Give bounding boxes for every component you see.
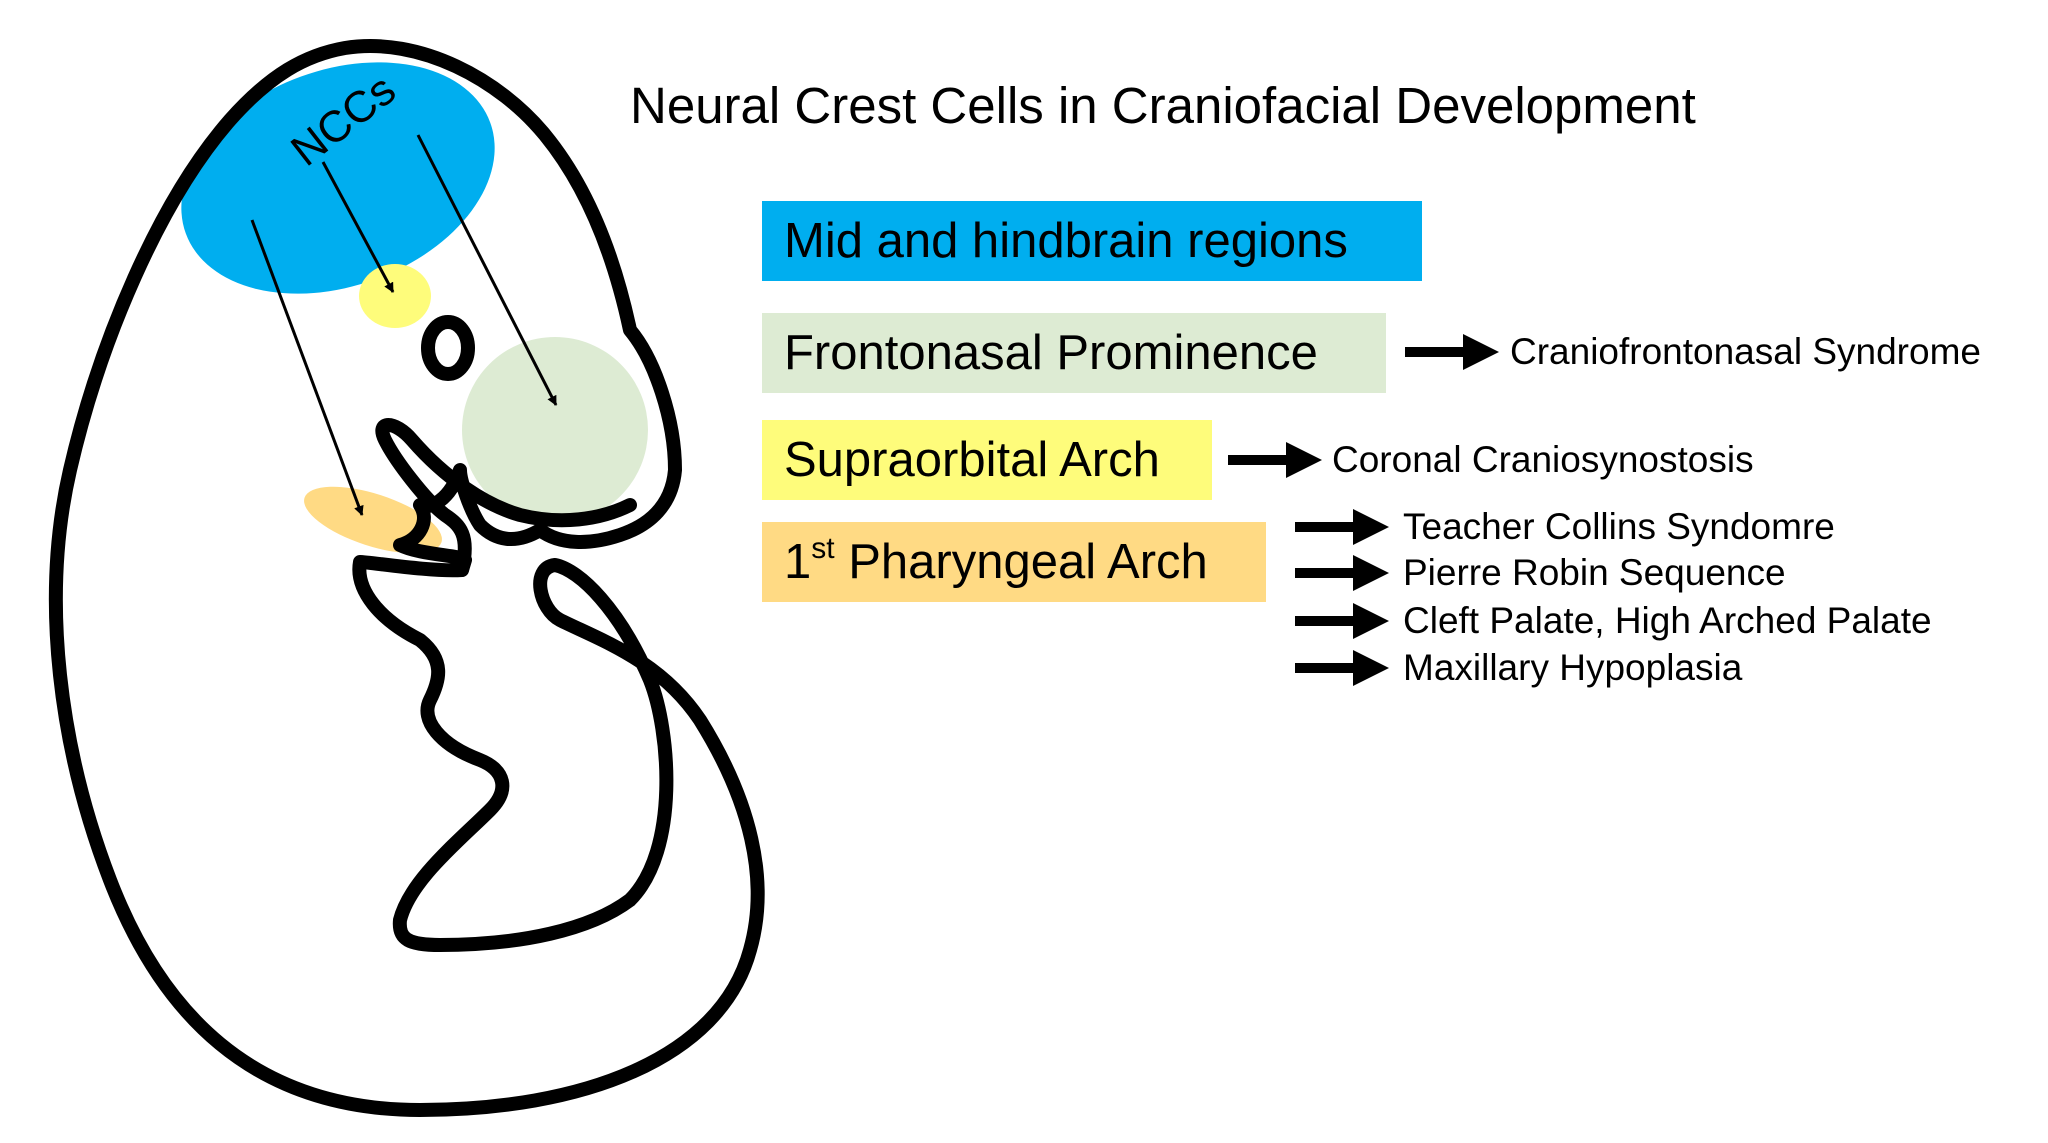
outcome-frontonasal-0: Craniofrontonasal Syndrome (1510, 331, 1981, 372)
outcome-supraorbital-0: Coronal Craniosynostosis (1332, 439, 1754, 480)
pharyngeal-arch-contour (375, 418, 637, 577)
outcome-pharyngeal-3: Maxillary Hypoplasia (1403, 647, 1743, 688)
region-label-pharyngeal-prefix: 1 (784, 535, 812, 589)
region-box-mid-hindbrain: Mid and hindbrain regions (762, 201, 1422, 281)
ncc-arrow-supraorbital (321, 161, 395, 293)
region-box-pharyngeal: 1st Pharyngeal Arch (762, 522, 1266, 602)
region-label-mid-hindbrain: Mid and hindbrain regions (784, 214, 1348, 268)
region-label-frontonasal: Frontonasal Prominence (784, 326, 1318, 380)
outcome-pharyngeal-0: Teacher Collins Syndomre (1403, 506, 1835, 547)
outcome-arrow-pharyngeal-2 (1295, 603, 1389, 639)
ncc-region-shape (181, 62, 495, 294)
region-box-frontonasal: Frontonasal Prominence (762, 313, 1386, 393)
region-box-supraorbital: Supraorbital Arch (762, 420, 1212, 500)
outcome-pharyngeal-2: Cleft Palate, High Arched Palate (1403, 600, 1932, 641)
region-label-pharyngeal-sup: st (811, 532, 835, 565)
outcome-arrow-pharyngeal-1 (1295, 555, 1389, 591)
frontonasal-region-shape (462, 337, 648, 523)
outcome-pharyngeal-1: Pierre Robin Sequence (1403, 552, 1786, 593)
outcome-arrow-pharyngeal-0 (1295, 509, 1389, 545)
outcome-arrow-frontonasal (1405, 334, 1499, 370)
outcome-arrow-pharyngeal-3 (1295, 650, 1389, 686)
region-label-supraorbital: Supraorbital Arch (784, 433, 1160, 487)
diagram-title: Neural Crest Cells in Craniofacial Devel… (630, 77, 1696, 134)
ncc-arrow-frontonasal (416, 134, 558, 406)
supraorbital-region-shape (359, 264, 431, 328)
ncc-arrow-pharyngeal (250, 219, 364, 516)
region-label-pharyngeal-suffix: Pharyngeal Arch (834, 535, 1208, 589)
outcome-arrow-supraorbital (1228, 442, 1322, 478)
eye-ring (421, 315, 475, 381)
embryo-outline (48, 39, 765, 1117)
